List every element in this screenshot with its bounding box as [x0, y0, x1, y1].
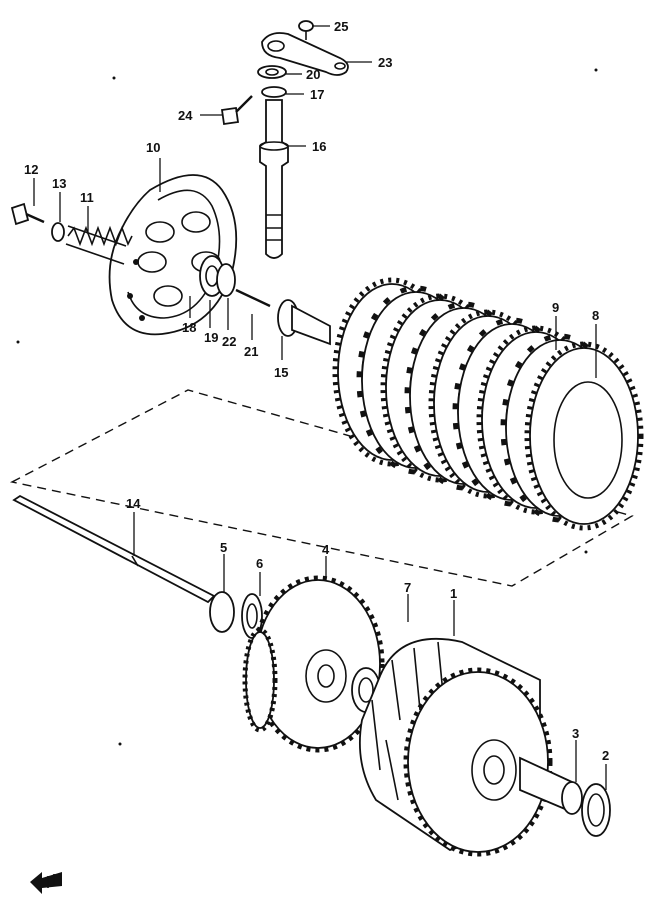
spring-bolt-set: [10, 202, 133, 265]
pressure-plate: [108, 174, 238, 336]
clutch-plate: [529, 347, 639, 525]
primary-driven-gear-set: [209, 575, 385, 753]
part-label-15: 15: [274, 365, 288, 380]
part-label-9: 9: [552, 300, 559, 315]
part-label-16: 16: [312, 139, 326, 154]
part-label-13: 13: [52, 176, 66, 191]
part-label-18: 18: [182, 320, 196, 335]
part-label-8: 8: [592, 308, 599, 323]
part-label-4: 4: [322, 542, 330, 557]
part-label-17: 17: [310, 87, 324, 102]
part-label-11: 11: [80, 190, 94, 205]
clutch-plate-inner-ring: [553, 381, 623, 499]
dashed-assembly-outline: [9, 389, 634, 587]
clutch-plate-tabs: [524, 341, 644, 531]
part-label-14: 14: [126, 496, 141, 511]
clutch-plate-stack: [332, 277, 644, 531]
part-label-5: 5: [220, 540, 227, 555]
part-label-21: 21: [244, 344, 258, 359]
release-bearing-set: [199, 255, 331, 346]
leader-lines: [33, 25, 607, 790]
part-label-12: 12: [24, 162, 38, 177]
scan-specks: [16, 68, 598, 746]
part-label-22: 22: [222, 334, 236, 349]
part-number-labels: 25 23 20 17 16 24 10 12 13 11 18 19 22 2…: [24, 19, 609, 763]
part-label-6: 6: [256, 556, 263, 571]
clutch-housing-set: [351, 638, 611, 857]
part-label-10: 10: [146, 140, 160, 155]
part-label-24: 24: [178, 108, 193, 123]
part-label-1: 1: [450, 586, 457, 601]
part-label-7: 7: [404, 580, 411, 595]
front-direction-arrow-icon: [30, 872, 62, 894]
part-label-19: 19: [204, 330, 218, 345]
clutch-push-rod: [12, 494, 216, 604]
part-label-20: 20: [306, 67, 320, 82]
part-label-25: 25: [334, 19, 348, 34]
part-label-3: 3: [572, 726, 579, 741]
release-lever-assembly: [220, 20, 349, 259]
part-label-23: 23: [378, 55, 392, 70]
part-label-2: 2: [602, 748, 609, 763]
